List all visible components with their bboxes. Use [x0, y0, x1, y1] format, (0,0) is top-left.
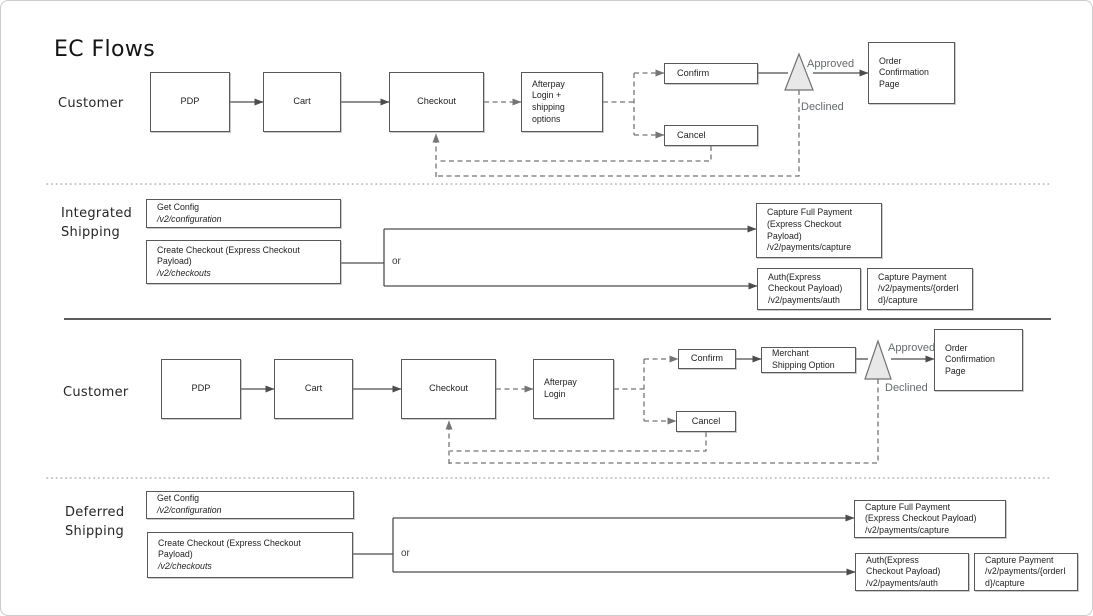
node-capture-payment-deferred: Capture Payment /v2/payments/{orderI d}/… [974, 553, 1078, 591]
decision-triangle-1 [784, 52, 814, 91]
edge-label-declined-1: Declined [801, 101, 844, 113]
node-merchant-shipping-option: Merchant Shipping Option [761, 347, 856, 373]
edge-cancel-return-2 [450, 432, 707, 452]
node-capture-full-payment-deferred: Capture Full Payment (Express Checkout P… [854, 500, 1006, 538]
node-confirm-2: Confirm [678, 349, 736, 369]
node-auth-deferred: Auth(Express Checkout Payload) /v2/payme… [855, 553, 969, 591]
node-cancel-2: Cancel [676, 411, 736, 432]
node-afterpay-login-2: Afterpay Login [533, 359, 614, 419]
node-order-confirmation-page-2: Order Confirmation Page [934, 329, 1023, 391]
lane-label-customer-1: Customer [58, 96, 124, 111]
node-auth-integrated: Auth(Express Checkout Payload) /v2/payme… [757, 268, 861, 310]
decision-triangle-2 [864, 339, 892, 380]
edge-declined-return-1 [436, 90, 800, 177]
node-pdp-1: PDP [150, 72, 230, 132]
node-create-checkout-deferred: Create Checkout (Express Checkout Payloa… [147, 532, 353, 578]
node-afterpay-login-shipping-1: Afterpay Login + shipping options [521, 72, 603, 132]
node-capture-full-payment-integrated: Capture Full Payment (Express Checkout P… [756, 203, 882, 258]
node-order-confirmation-page-1: Order Confirmation Page [868, 42, 955, 104]
edge-cancel-return-1 [437, 146, 712, 162]
edge-label-approved-2: Approved [888, 342, 936, 354]
or-label-integrated: or [392, 256, 401, 267]
edge-label-declined-2: Declined [885, 382, 928, 394]
node-capture-payment-integrated: Capture Payment /v2/payments/{orderI d}/… [867, 268, 973, 310]
node-cancel-1: Cancel [664, 125, 758, 146]
node-checkout-1: Checkout [389, 72, 484, 132]
lane-label-deferred-shipping: Deferred Shipping [65, 505, 125, 539]
node-cart-1: Cart [263, 72, 341, 132]
diagram-title: EC Flows [54, 37, 156, 62]
node-create-checkout-integrated: Create Checkout (Express Checkout Payloa… [146, 240, 341, 284]
lane-label-customer-2: Customer [63, 385, 129, 400]
node-checkout-2: Checkout [401, 359, 496, 419]
lane-label-integrated-shipping: Integrated Shipping [61, 206, 133, 240]
node-get-config-deferred: Get Config /v2/configuration [146, 491, 354, 519]
or-label-deferred: or [401, 548, 410, 559]
edge-declined-return-2 [449, 379, 879, 464]
node-pdp-2: PDP [161, 359, 241, 419]
edge-label-approved-1: Approved [807, 58, 855, 70]
node-cart-2: Cart [274, 359, 353, 419]
node-confirm-1: Confirm [664, 63, 758, 84]
node-get-config-integrated: Get Config /v2/configuration [146, 199, 341, 228]
